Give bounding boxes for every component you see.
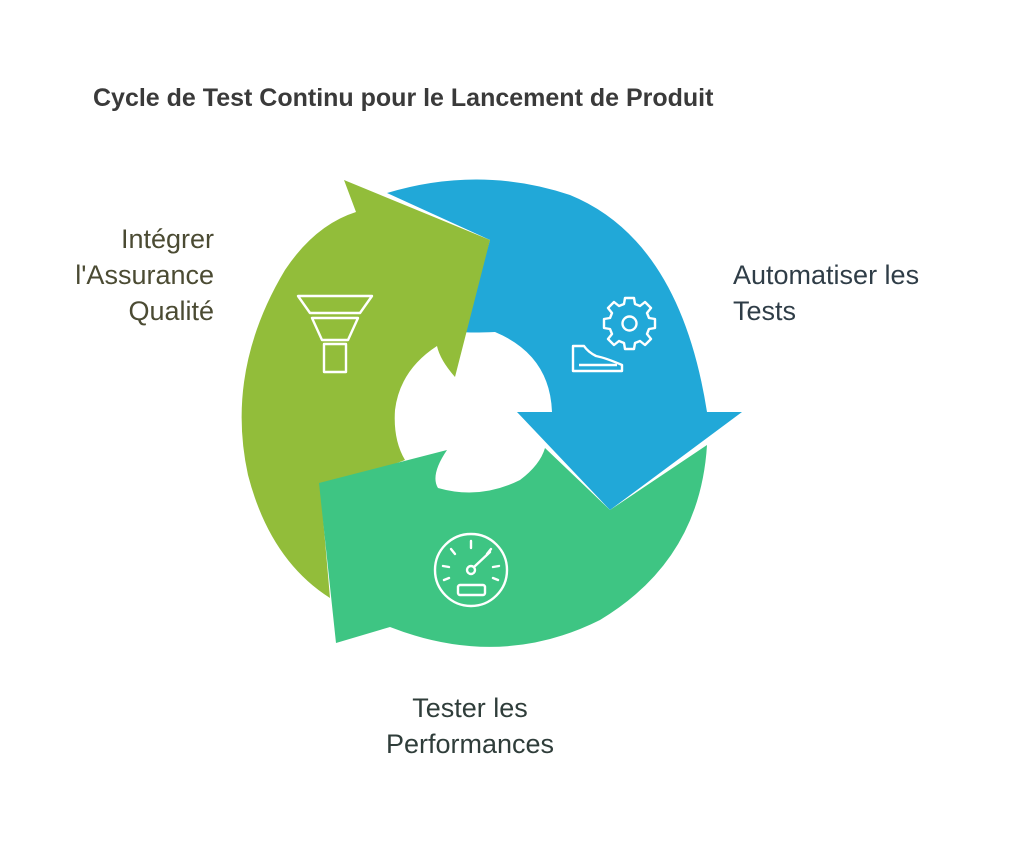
gear-icon: [602, 296, 657, 351]
page-title: Cycle de Test Continu pour le Lancement …: [93, 84, 714, 112]
step-label-performance: Tester les Performances: [385, 693, 555, 759]
cycle-segment-green: [241, 180, 490, 598]
shoe-icon: [571, 344, 624, 373]
speedometer-icon: [433, 532, 509, 608]
cycle-segment-blue: [387, 179, 742, 510]
cycle-segment-teal: [319, 445, 707, 647]
step-label-automate: Automatiser les Tests: [733, 260, 920, 326]
funnel-icon: [296, 294, 374, 374]
step-label-qa: Intégrer l'Assurance Qualité: [75, 224, 214, 326]
